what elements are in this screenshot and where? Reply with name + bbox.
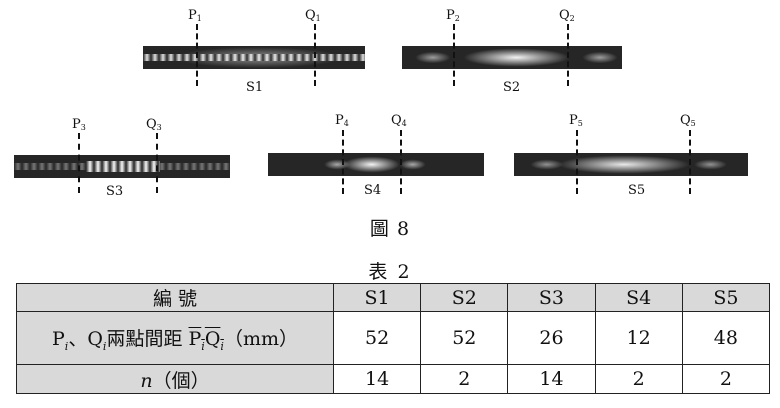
strip-s4 (268, 153, 484, 176)
distance-row-label: Pi、Qi兩點間距 PiQi（mm） (16, 311, 334, 365)
strip-s3-name: S3 (106, 184, 124, 199)
fringe-pattern-s4 (268, 153, 484, 176)
p2-line (453, 24, 455, 86)
fringe-pattern-s2 (402, 46, 622, 69)
count-s2: 2 (420, 364, 509, 394)
p3-line (78, 133, 80, 193)
strip-s1 (143, 46, 365, 69)
distance-s2: 52 (420, 311, 509, 365)
col-header-s5: S5 (681, 283, 771, 312)
distance-s5: 48 (681, 311, 771, 365)
p5-label: P5 (569, 113, 583, 128)
count-s3: 14 (507, 364, 596, 394)
q2-line (567, 24, 569, 86)
distance-s3: 26 (507, 311, 596, 365)
segment-pq-overline: PiQi (188, 327, 224, 353)
p5-line (576, 130, 578, 194)
header-label: 編 號 (16, 283, 334, 312)
q3-line (156, 133, 158, 193)
strip-s2 (402, 46, 622, 69)
p1-label: P1 (188, 8, 202, 23)
strip-s2-name: S2 (503, 80, 521, 95)
fringe-pattern-s1 (143, 46, 365, 69)
count-row: n（個） 14 2 14 2 2 (16, 364, 771, 394)
p4-label: P4 (335, 113, 349, 128)
strip-s3 (14, 155, 230, 178)
q3-label: Q3 (146, 117, 162, 132)
table-caption: 表 2 (368, 261, 412, 283)
count-s5: 2 (681, 364, 771, 394)
distance-s4: 12 (594, 311, 683, 365)
fringe-pattern-s3 (14, 155, 230, 178)
p1-line (196, 24, 198, 86)
data-table: 編 號 S1 S2 S3 S4 S5 Pi、Qi兩點間距 PiQi（mm） 52… (16, 283, 771, 394)
figure-caption: 圖 8 (369, 218, 411, 240)
q1-line (314, 24, 316, 86)
table-header-row: 編 號 S1 S2 S3 S4 S5 (16, 283, 771, 312)
count-s4: 2 (594, 364, 683, 394)
col-header-s1: S1 (332, 283, 422, 312)
col-header-s3: S3 (507, 283, 596, 312)
col-header-s2: S2 (420, 283, 509, 312)
q5-label: Q5 (680, 113, 696, 128)
q1-label: Q1 (305, 8, 321, 23)
distance-row: Pi、Qi兩點間距 PiQi（mm） 52 52 26 12 48 (16, 311, 771, 365)
q2-label: Q2 (559, 8, 575, 23)
count-row-label: n（個） (16, 364, 334, 394)
q4-label: Q4 (391, 113, 407, 128)
strip-s5-name: S5 (628, 183, 646, 198)
strip-s4-name: S4 (364, 183, 382, 198)
count-s1: 14 (332, 364, 422, 394)
p2-label: P2 (446, 8, 460, 23)
p4-line (342, 130, 344, 194)
strip-s5 (514, 153, 748, 176)
fringe-pattern-s5 (514, 153, 748, 176)
p3-label: P3 (72, 117, 86, 132)
col-header-s4: S4 (594, 283, 683, 312)
distance-s1: 52 (332, 311, 422, 365)
q4-line (400, 130, 402, 194)
q5-line (689, 130, 691, 194)
strip-s1-name: S1 (246, 80, 264, 95)
